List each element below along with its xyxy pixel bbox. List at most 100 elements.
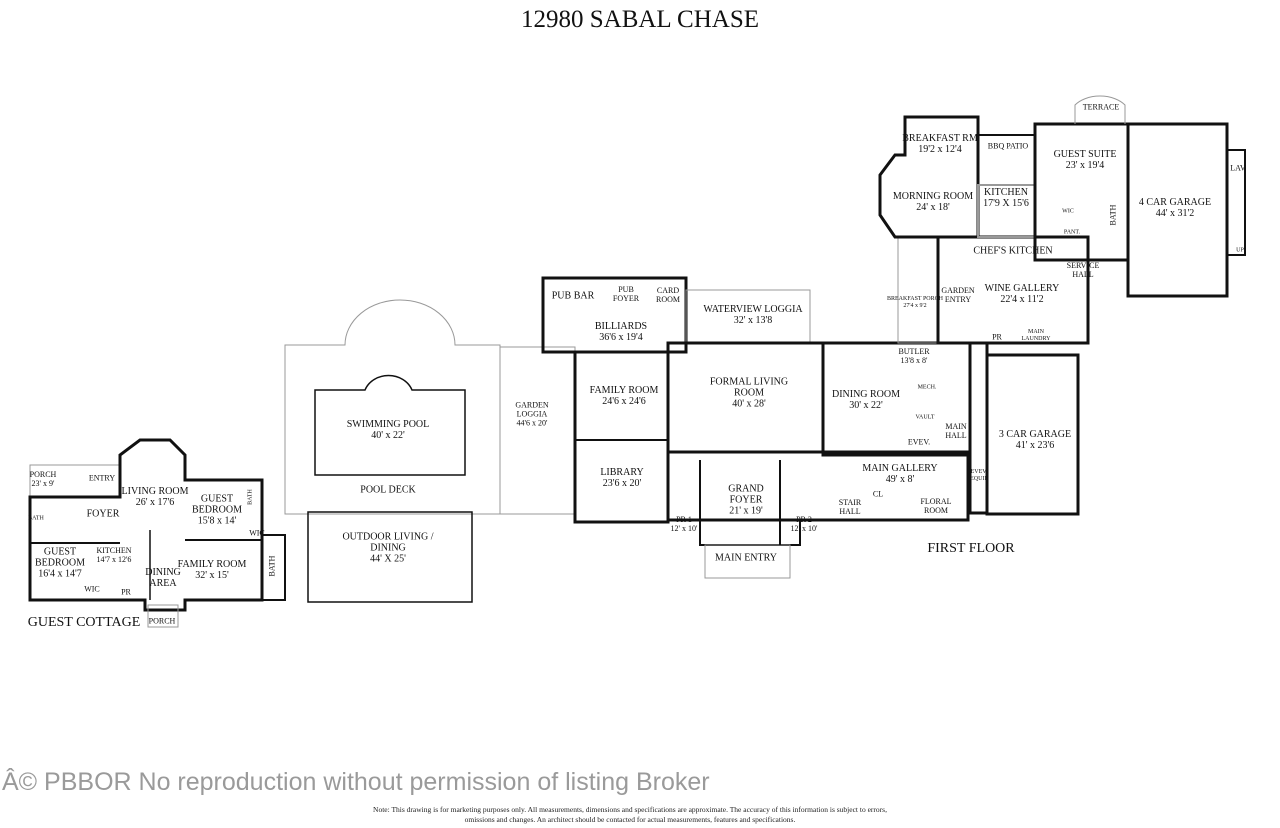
room-name: GARDEN ENTRY xyxy=(941,286,975,304)
garden-loggia-outline xyxy=(499,346,576,515)
first-floor-label: FIRST FLOOR xyxy=(927,541,1015,556)
room-name: GRAND FOYER xyxy=(728,483,764,506)
room-name: PUB BAR xyxy=(551,290,595,302)
room-label: EVEV. EQUIP xyxy=(967,469,991,483)
room-label: DINING AREA xyxy=(141,567,185,589)
room-dimensions: 13'8 x 8' xyxy=(900,356,928,365)
room-dimensions: 23' x 9' xyxy=(31,479,55,488)
room-name: FLORAL ROOM xyxy=(920,497,952,515)
cottage-porch-south xyxy=(147,604,179,628)
lav-wall xyxy=(1226,149,1246,256)
room-label: BATH xyxy=(28,516,44,523)
room-dimensions: 41' x 23'6 xyxy=(1015,440,1055,451)
room-name: WIC xyxy=(249,528,265,538)
room-name: BATH xyxy=(28,515,44,522)
room-name: PR xyxy=(121,587,131,597)
room-name: DINING AREA xyxy=(145,567,181,589)
room-label: PR xyxy=(992,333,1002,342)
guest-suite-wall xyxy=(1033,122,1130,262)
room-name: CARD ROOM xyxy=(655,286,680,304)
room-label: CL xyxy=(873,490,883,499)
room-label: MAIN ENTRY xyxy=(715,553,777,564)
room-name: OUTDOOR LIVING / DINING xyxy=(342,531,434,554)
room-dimensions: 32' x 15' xyxy=(195,570,229,581)
room-name: MECH. xyxy=(917,384,937,391)
three-car-garage-wall xyxy=(985,353,1080,516)
room-name: PR 2 xyxy=(796,515,812,524)
room-label: PUB BAR xyxy=(552,291,595,302)
room-name: PANT. xyxy=(1063,229,1081,236)
room-name: LAV xyxy=(1230,163,1246,173)
room-dimensions: 19'2 x 12'4 xyxy=(918,144,962,155)
room-dimensions: 24'6 x 24'6 xyxy=(602,396,646,407)
room-name: BILLIARDS xyxy=(594,321,648,332)
outdoor-living-outline xyxy=(307,511,473,603)
room-name: CHEF'S KITCHEN xyxy=(973,245,1053,257)
room-name: LIBRARY xyxy=(600,467,644,478)
room-name: STAIR HALL xyxy=(838,498,862,516)
room-name: PORCH xyxy=(29,470,57,479)
room-name: POOL DECK xyxy=(360,484,416,496)
room-name: GUEST SUITE xyxy=(1053,149,1117,160)
watermark: Â© PBBOR No reproduction without permiss… xyxy=(2,768,710,796)
room-name: BUTLER xyxy=(898,347,930,356)
room-name: UP xyxy=(1236,247,1244,254)
room-dimensions: 26' x 17'6 xyxy=(135,497,175,508)
pool-deck-outline xyxy=(284,299,501,515)
room-dimensions: 49' x 8' xyxy=(885,474,915,485)
room-name: EVEV. xyxy=(907,437,931,447)
room-name: PR xyxy=(992,332,1002,342)
room-label: PORCH xyxy=(149,617,176,626)
room-name: GUEST BEDROOM xyxy=(191,493,242,516)
room-label: TERRACE xyxy=(1083,103,1119,112)
room-name: 4 CAR GARAGE xyxy=(1138,197,1212,208)
terrace-outline xyxy=(1074,95,1126,124)
room-dimensions: 12' x 10' xyxy=(670,524,698,533)
room-label: WIC xyxy=(1062,209,1074,216)
room-name: LIVING ROOM xyxy=(121,486,189,497)
room-dimensions: 14'7 x 12'6 xyxy=(96,555,132,564)
room-dimensions: 40' x 22' xyxy=(371,430,405,441)
room-dimensions: 36'6 x 19'4 xyxy=(599,332,643,343)
room-name: WATERVIEW LOGGIA xyxy=(703,304,803,315)
room-name: TERRACE xyxy=(1082,102,1120,112)
room-name: BATH xyxy=(247,489,254,505)
room-label: POOL DECK xyxy=(360,485,415,496)
room-name: MAIN ENTRY xyxy=(715,552,777,564)
room-label: STAIR HALL xyxy=(835,498,865,516)
room-name: MORNING ROOM xyxy=(892,191,974,202)
room-label: UP xyxy=(1236,248,1244,255)
room-label: MAIN HALL xyxy=(942,422,970,440)
room-label: VAULT xyxy=(915,415,934,422)
room-label: PUB FOYER xyxy=(611,285,641,303)
room-label: EVEV. xyxy=(908,438,930,447)
room-dimensions: 30' x 22' xyxy=(849,400,883,411)
room-name: FORMAL LIVING ROOM xyxy=(709,376,789,399)
room-dimensions: 44' x 31'2 xyxy=(1155,208,1195,219)
room-dimensions: 22'4 x 11'2 xyxy=(1000,294,1044,305)
room-dimensions: 40' x 28' xyxy=(732,398,766,410)
room-label: BATH xyxy=(1109,205,1118,226)
room-name: MAIN LAUNDRY xyxy=(1021,329,1051,342)
cottage-bath-wall xyxy=(261,534,286,601)
room-name: GARDEN LOGGIA xyxy=(515,400,549,419)
room-dimensions: 16'4 x 14'7 xyxy=(38,568,82,580)
room-dimensions: 12' x 10' xyxy=(790,524,818,533)
room-name: WIC xyxy=(1062,208,1074,215)
room-dimensions: 24' x 18' xyxy=(916,202,950,213)
room-label: SERVICE HALL xyxy=(1065,261,1101,279)
room-name: FAMILY ROOM xyxy=(589,385,659,396)
room-name: PORCH xyxy=(148,616,176,626)
